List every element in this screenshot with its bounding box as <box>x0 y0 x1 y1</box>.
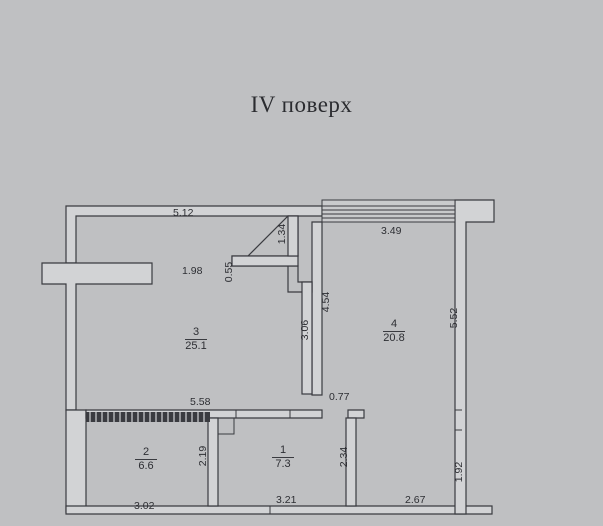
dim-1-98: 1.98 <box>182 265 203 277</box>
room-number: 4 <box>390 318 398 330</box>
door-ticks <box>235 409 462 514</box>
room-label-4: 4 20.8 <box>374 318 414 345</box>
ventilation-strip <box>86 412 210 422</box>
room-number: 1 <box>279 444 287 456</box>
room-label-3: 3 25.1 <box>176 326 216 353</box>
room-label-2: 2 6.6 <box>126 446 166 473</box>
room-area: 25.1 <box>185 339 207 352</box>
dim-5-52: 5.52 <box>448 307 461 329</box>
wall-inner-corner <box>231 255 299 267</box>
wall-left-stub <box>41 262 153 411</box>
utility-box <box>217 417 235 435</box>
wall-left-lower <box>65 409 87 513</box>
dim-2-19: 2.19 <box>197 445 210 467</box>
room-area: 6.6 <box>135 459 157 473</box>
dim-3-49: 3.49 <box>381 225 402 237</box>
dim-3-21: 3.21 <box>276 494 297 506</box>
wall-bottom <box>65 505 493 515</box>
room-number: 3 <box>192 326 200 338</box>
wall-right <box>454 199 495 515</box>
wall-inner-vert2 <box>301 281 313 395</box>
dim-2-67: 2.67 <box>405 494 426 506</box>
dim-1-34: 1.34 <box>276 223 289 245</box>
wall-room-2-1 <box>207 417 219 507</box>
room-number: 2 <box>142 446 150 458</box>
room-area: 7.3 <box>272 457 294 471</box>
dim-2-34: 2.34 <box>338 446 351 468</box>
wall-partition-1-34 <box>231 215 313 293</box>
floor-title: IV поверх <box>250 92 353 117</box>
dim-0-55: 0.55 <box>223 261 236 283</box>
room-label-1: 1 7.3 <box>263 444 303 471</box>
dim-3-06: 3.06 <box>299 319 312 341</box>
balcony <box>321 199 456 223</box>
dim-0-77: 0.77 <box>329 391 350 403</box>
room-area: 20.8 <box>383 331 405 344</box>
wall-inner-vert <box>287 215 299 257</box>
wall-horizontal-right <box>347 409 365 419</box>
dim-5-58: 5.58 <box>190 396 211 408</box>
wall-room-1-right <box>345 417 357 507</box>
dim-3-02: 3.02 <box>134 500 155 512</box>
dim-5-12: 5.12 <box>173 207 194 219</box>
dim-4-54: 4.54 <box>320 291 333 313</box>
dim-1-92: 1.92 <box>453 461 466 483</box>
